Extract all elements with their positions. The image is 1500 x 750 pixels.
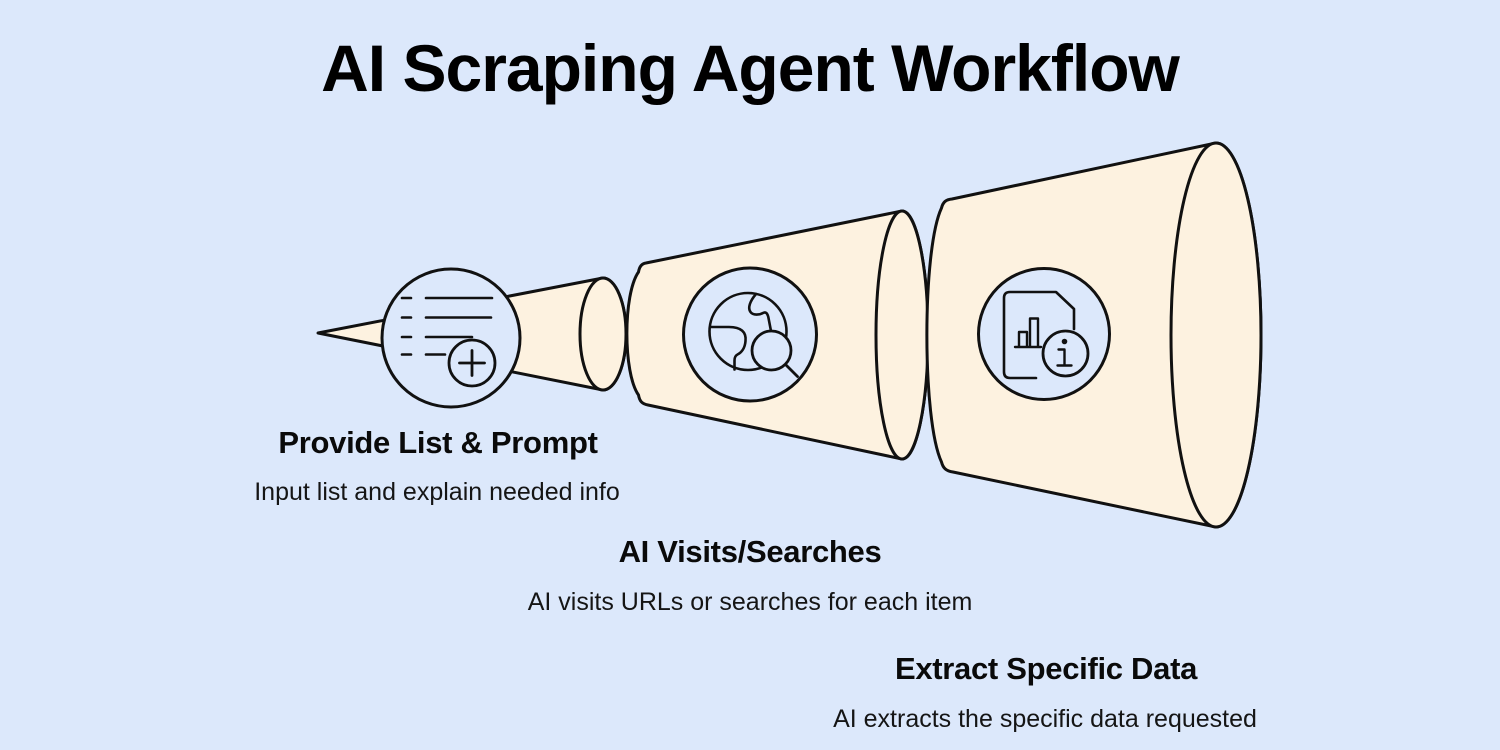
icon-circle-3	[977, 267, 1111, 401]
info-stem	[1056, 348, 1073, 367]
step-1-subtitle: Input list and explain needed info	[254, 478, 620, 507]
globe-landmass-right	[747, 292, 773, 333]
globe-landmass-left	[708, 325, 747, 371]
page-title: AI Scraping Agent Workflow	[321, 31, 1180, 105]
info-dot	[1061, 338, 1068, 345]
globe-search-icon	[682, 266, 818, 403]
funnel-cap-3	[1169, 141, 1263, 529]
magnifier-lens	[750, 329, 793, 372]
step-3-subtitle: AI extracts the specific data requested	[833, 705, 1257, 734]
list-lines	[400, 296, 494, 356]
funnel-cap-2	[874, 209, 930, 461]
step-1-title: Provide List & Prompt	[278, 425, 598, 461]
plus-glyph	[458, 349, 486, 377]
step-2-subtitle: AI visits URLs or searches for each item	[528, 588, 973, 617]
document-info-icon	[977, 267, 1111, 401]
magnifier-handle	[784, 363, 799, 378]
step-3-title-text: Extract Specific Data	[894, 651, 1198, 686]
step-1-subtitle-text: Input list and explain needed info	[254, 478, 620, 506]
funnel-cap-1	[578, 276, 628, 392]
list-plus-icon	[380, 267, 522, 409]
document-outline	[1002, 290, 1076, 380]
step-2-title-text: AI Visits/Searches	[618, 534, 882, 569]
step-3-title: Extract Specific Data	[895, 651, 1197, 687]
step-2-title: AI Visits/Searches	[619, 534, 882, 570]
step-3-subtitle-text: AI extracts the specific data requested	[833, 705, 1257, 733]
globe-outline	[708, 291, 788, 372]
icon-circle-2	[682, 266, 818, 403]
document-chart	[1013, 317, 1043, 349]
step-2-subtitle-text: AI visits URLs or searches for each item	[527, 588, 973, 616]
step-1-title-text: Provide List & Prompt	[278, 425, 598, 460]
